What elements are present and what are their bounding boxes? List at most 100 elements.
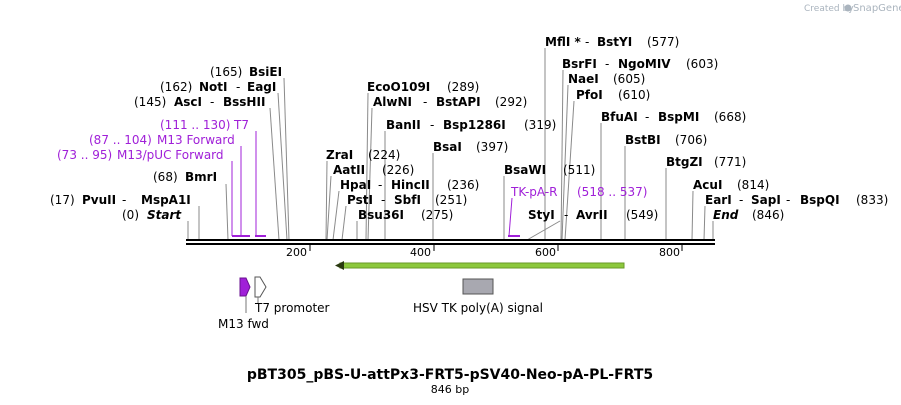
site-bsu36i-pos: (275): [421, 208, 453, 222]
site-bfuai-pos: (668): [714, 110, 746, 124]
site-ecoo109i-name[interactable]: EcoO109I: [367, 80, 430, 94]
site-sapi-name[interactable]: SapI: [751, 193, 781, 207]
site-btgzi-pos: (771): [714, 155, 746, 169]
connector-tkpar: [508, 197, 513, 237]
site-bsiei-pos: (165): [210, 65, 242, 79]
site-bspmi-name[interactable]: BspMI: [658, 110, 699, 124]
credit-brand: SnapGene: [853, 3, 901, 14]
feature-label-m13: M13 fwd: [218, 317, 269, 331]
feature-neo-arrow[interactable]: [335, 261, 625, 270]
connector-acui: [691, 190, 694, 241]
site-alwni-name[interactable]: AlwNI: [373, 95, 412, 109]
site-eagi-name[interactable]: EagI: [247, 80, 276, 94]
site-eari-name[interactable]: EarI: [705, 193, 732, 207]
site-end-name[interactable]: End: [713, 208, 739, 222]
connector-alwni: [367, 107, 373, 241]
site-noti-pos: (162): [160, 80, 192, 94]
site-bsshii-name[interactable]: BssHII: [223, 95, 265, 109]
site-psti-name[interactable]: PstI: [347, 193, 373, 207]
site-styi-pos: (549): [626, 208, 658, 222]
feature-arrow-body: [339, 262, 625, 269]
site-naei-name[interactable]: NaeI: [568, 72, 599, 86]
site-avrii-name[interactable]: AvrII: [576, 208, 608, 222]
primer-m13fwd-name[interactable]: M13 Forward: [157, 133, 235, 147]
site-pvuii-name[interactable]: PvuII: [82, 193, 116, 207]
site-noti-name[interactable]: NotI: [199, 80, 228, 94]
backbone: [186, 239, 715, 245]
site-bstapi-name[interactable]: BstAPI: [436, 95, 481, 109]
feature-t7-promoter[interactable]: [254, 276, 267, 303]
site-banii-name[interactable]: BanII: [386, 118, 421, 132]
site-pfoi-pos: (610): [618, 88, 650, 102]
site-bsawi-name[interactable]: BsaWI: [504, 163, 546, 177]
site-aatii-name[interactable]: AatII: [333, 163, 365, 177]
site-naei-pos: (605): [613, 72, 645, 86]
snapgene-logo-icon: [844, 4, 852, 12]
primer-m13puc-name[interactable]: M13/pUC Forward: [117, 148, 224, 162]
site-bstbi-pos: (706): [675, 133, 707, 147]
connector-zrai: [325, 160, 328, 241]
primer-connectors: [231, 131, 513, 237]
feature-m13-fwd[interactable]: [239, 277, 251, 313]
feature-label-t7: T7 promoter: [254, 301, 330, 315]
site-ecoo109i-pos: (289): [447, 80, 479, 94]
site-bfuai-name[interactable]: BfuAI: [601, 110, 638, 124]
credit-created-by: Created by: [804, 4, 854, 14]
svg-text:-: -: [122, 193, 126, 207]
primer-tkpar-range: (518 .. 537): [577, 185, 647, 199]
site-ngomiv-name[interactable]: NgoMIV: [618, 57, 671, 71]
site-bsp1286i-name[interactable]: Bsp1286I: [443, 118, 506, 132]
svg-text:-: -: [585, 35, 589, 49]
connector-hpai: [332, 190, 340, 241]
site-zrai-name[interactable]: ZraI: [326, 148, 353, 162]
site-mspa1i-name[interactable]: MspA1I: [141, 193, 191, 207]
connector-bsiei: [283, 77, 290, 241]
primer-t7-name[interactable]: T7: [233, 118, 249, 132]
map-title: pBT305_pBS-U-attPx3-FRT5-pSV40-Neo-pA-PL…: [247, 367, 653, 383]
svg-text:-: -: [564, 208, 568, 222]
site-asci-name[interactable]: AscI: [174, 95, 202, 109]
m13-arrow-icon: [239, 277, 251, 297]
site-bspqi-name[interactable]: BspQI: [800, 193, 840, 207]
primer-labels: (111 .. 130) T7 (87 .. 104) M13 Forward …: [57, 118, 647, 199]
svg-text:-: -: [381, 193, 385, 207]
site-pfoi-name[interactable]: PfoI: [576, 88, 603, 102]
site-pvuii-pos: (17): [50, 193, 75, 207]
polya-box: [462, 278, 494, 295]
site-bstyi-name[interactable]: BstYI: [597, 35, 632, 49]
ruler-ticks: [309, 245, 683, 251]
svg-text:-: -: [645, 110, 649, 124]
site-bsai-pos: (397): [476, 140, 508, 154]
tick-label-600: 600: [535, 246, 556, 259]
svg-text:-: -: [423, 95, 427, 109]
site-acui-name[interactable]: AcuI: [693, 178, 722, 192]
svg-text:-: -: [210, 95, 214, 109]
site-start-name[interactable]: Start: [147, 208, 182, 222]
site-hpai-name[interactable]: HpaI: [340, 178, 371, 192]
site-bsawi-pos: (511): [563, 163, 595, 177]
svg-text:-: -: [605, 57, 609, 71]
site-sbfi-name[interactable]: SbfI: [394, 193, 421, 207]
feature-hsv-polya[interactable]: [462, 278, 494, 295]
site-bstbi-name[interactable]: BstBI: [625, 133, 661, 147]
tick-label-200: 200: [286, 246, 307, 259]
svg-text:-: -: [430, 118, 434, 132]
connector-bsrfi: [560, 69, 564, 241]
site-labels: (0) Start (17) PvuII - MspA1I (68) BmrI …: [50, 35, 888, 222]
site-bsrfi-name[interactable]: BsrFI: [562, 57, 597, 71]
site-styi-name[interactable]: StyI: [528, 208, 555, 222]
site-mfli-name[interactable]: MflI *: [545, 35, 581, 49]
connector-aatii: [326, 175, 332, 241]
site-btgzi-name[interactable]: BtgZI: [666, 155, 703, 169]
site-connectors: [187, 48, 714, 241]
site-hincii-name[interactable]: HincII: [391, 178, 430, 192]
site-bmri-pos: (68): [153, 170, 178, 184]
site-bsiei-name[interactable]: BsiEI: [249, 65, 282, 79]
site-bsu36i-name[interactable]: Bsu36I: [358, 208, 404, 222]
site-bmri-name[interactable]: BmrI: [185, 170, 217, 184]
site-bsai-name[interactable]: BsaI: [433, 140, 462, 154]
svg-text:-: -: [739, 193, 743, 207]
site-mfli-pos: (577): [647, 35, 679, 49]
primer-tkpar-name[interactable]: TK-pA-R: [510, 185, 558, 199]
connector-eari: [703, 205, 706, 241]
